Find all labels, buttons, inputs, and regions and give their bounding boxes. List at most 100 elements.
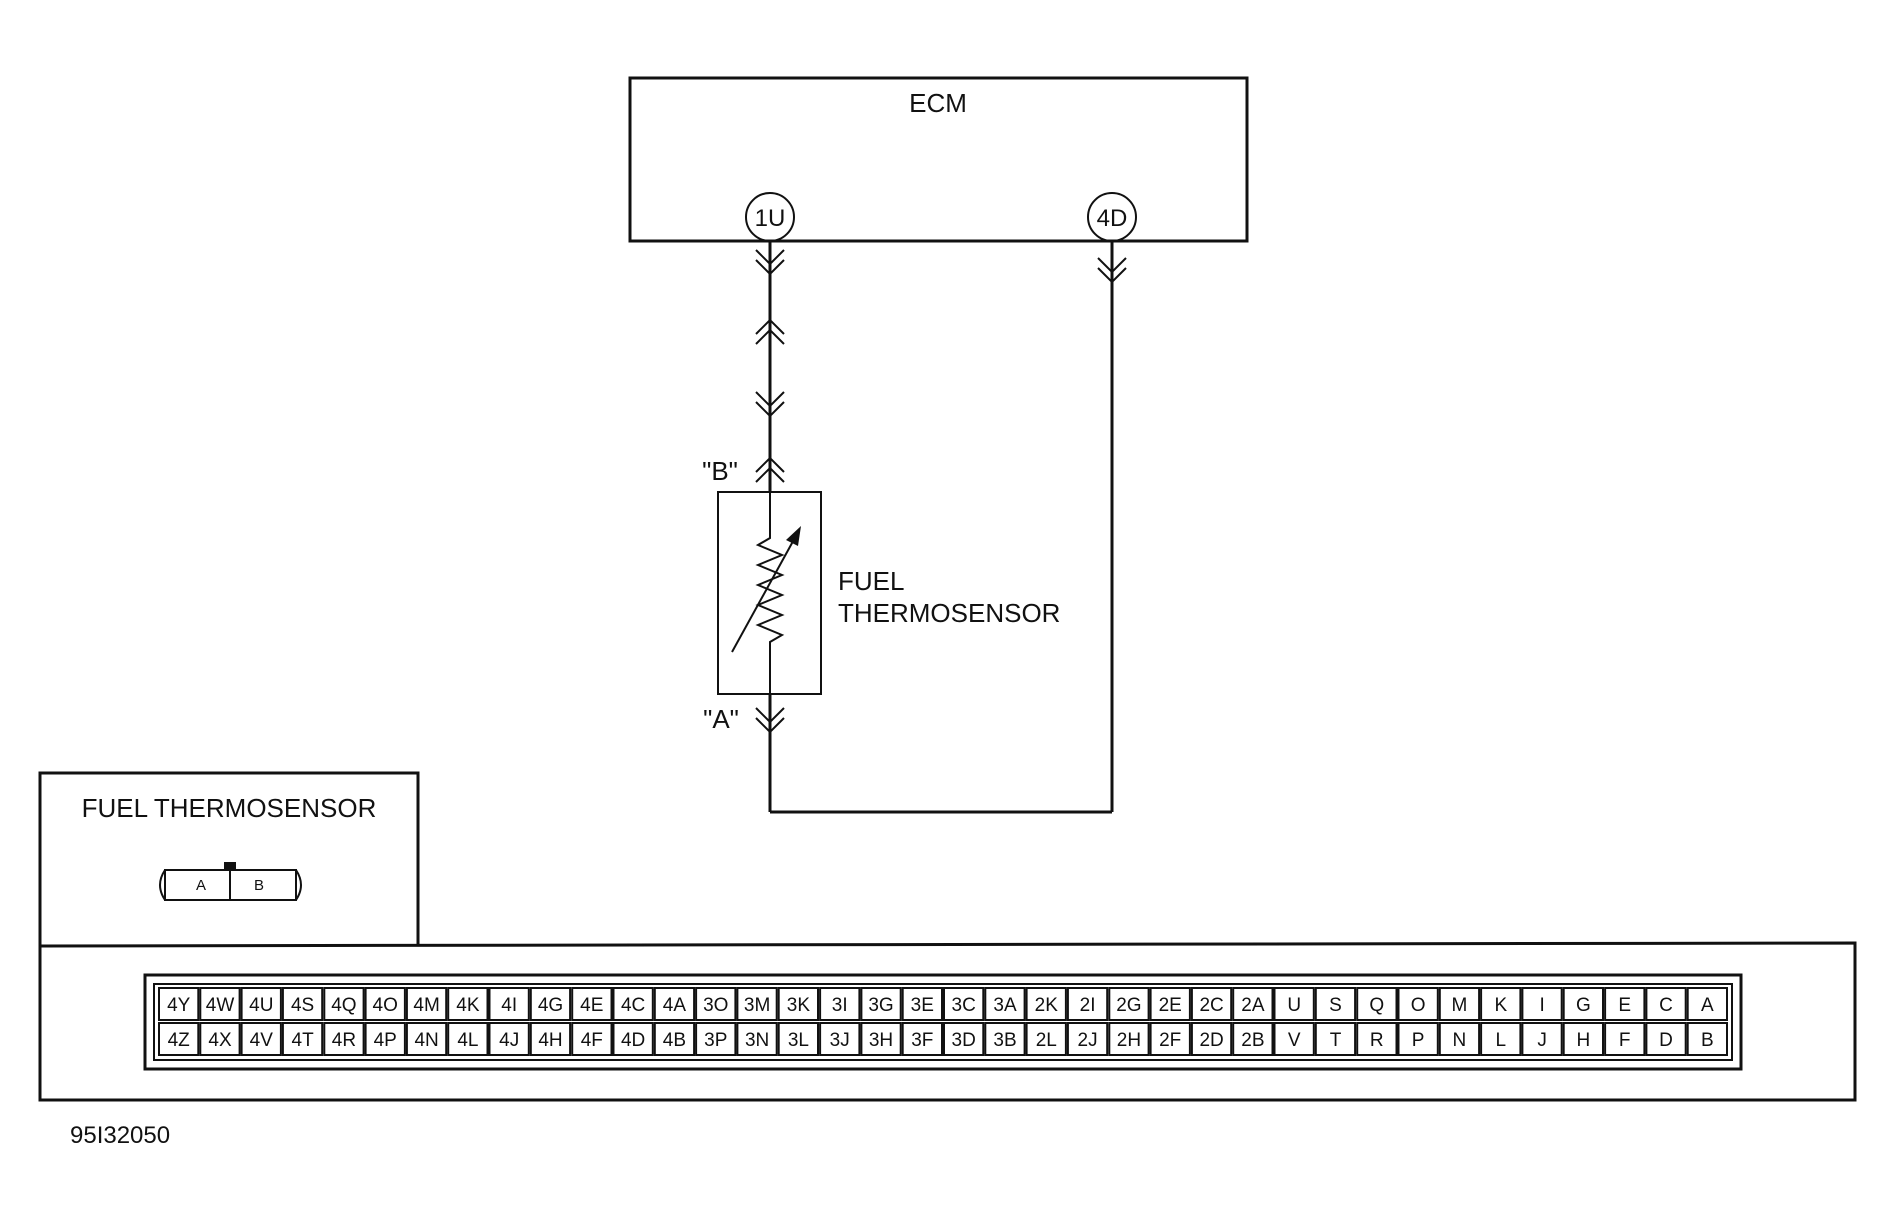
ecm-pin-cell (405, 987, 448, 1021)
ecm-pin-cell (1149, 987, 1191, 1021)
ecm-pin-cell (1190, 1022, 1233, 1056)
ecm-pin-cell (860, 987, 902, 1021)
ecm-pin-cell (819, 1022, 861, 1056)
ecm-pin-label: H (1577, 1030, 1591, 1051)
ecm-pin-cell (1025, 1022, 1067, 1056)
ecm-pin-cell (323, 987, 365, 1021)
connector-chevron-down-icon (755, 707, 785, 734)
ecm-pin-label: R (1370, 1030, 1384, 1051)
ecm-pin-label: 3G (868, 995, 893, 1016)
ecm-pin-label: F (1619, 1030, 1631, 1051)
ecm-pin-label: 4J (499, 1030, 519, 1051)
ecm-pin-cell (1438, 1022, 1481, 1056)
ecm-pin-cell (984, 1022, 1026, 1056)
ecm-pin-cell (1521, 1022, 1563, 1056)
connector-chevron-up-icon (755, 318, 785, 345)
ecm-pin-label: 3H (869, 1030, 893, 1051)
ecm-pin-label: 3B (993, 1030, 1016, 1051)
ecm-pin-label: 3K (787, 995, 811, 1016)
ecm-pin-cell (1604, 987, 1646, 1021)
ecm-pin-cell (1562, 1022, 1604, 1056)
ecm-pin-cell (1397, 987, 1439, 1021)
ecm-pin-cell (777, 987, 820, 1021)
ecm-label: ECM (909, 88, 967, 118)
ecm-pin-label: U (1287, 995, 1301, 1016)
ecm-pin-label: M (1451, 995, 1467, 1016)
ecm-pin-label: 4C (621, 995, 645, 1016)
connector-view-box (38, 771, 420, 946)
ecm-pin-label: 2L (1036, 1030, 1057, 1051)
ecm-pin-cell (1397, 1022, 1439, 1056)
ecm-pin-cell (695, 987, 737, 1021)
ecm-terminal-4d-label: 4D (1097, 205, 1128, 232)
ecm-pin-cell (612, 987, 654, 1021)
ecm-pin-label: 4M (413, 995, 439, 1016)
ecm-pin-label: 4T (292, 1030, 315, 1051)
ecm-pin-cell (901, 987, 944, 1021)
ecm-pin-label: 3L (788, 1030, 809, 1051)
ecm-pin-label: 2G (1116, 995, 1141, 1016)
ecm-pin-label: 4D (621, 1030, 645, 1051)
ecm-pin-cell (199, 987, 241, 1021)
ecm-pin-label: P (1412, 1030, 1425, 1051)
ecm-pin-label: 4F (581, 1030, 603, 1051)
ecm-pin-label: 4S (291, 995, 314, 1016)
ecm-pin-cell (1232, 987, 1274, 1021)
ecm-pin-cell (1314, 1022, 1357, 1056)
ecm-pin-cell (736, 1022, 778, 1056)
ecm-pin-label: B (1701, 1030, 1714, 1051)
ecm-pin-cell (1273, 987, 1315, 1021)
ecm-pin-cell (1314, 987, 1357, 1021)
ecm-pin-label: V (1288, 1030, 1301, 1051)
connector-chevron-up-icon (755, 456, 785, 483)
ecm-pin-cell (281, 987, 324, 1021)
ecm-pin-label: 3F (911, 1030, 933, 1051)
ecm-pin-label: 4I (501, 995, 517, 1016)
ecm-pin-label: 3J (830, 1030, 850, 1051)
connector-chevron-down-icon (755, 391, 785, 418)
ecm-pin-label: 4Y (167, 995, 191, 1016)
ecm-pin-label: 4U (249, 995, 273, 1016)
ecm-pin-cell (901, 1022, 944, 1056)
thermistor-arrow-icon (731, 533, 798, 653)
ecm-pin-label: 4O (373, 995, 398, 1016)
ecm-pin-label: 4X (208, 1030, 232, 1051)
ecm-pin-label: 3I (832, 995, 848, 1016)
ecm-pin-label: 4R (332, 1030, 356, 1051)
sensor-connector-pin-a: A (196, 877, 206, 894)
ecm-pin-cell (1356, 1022, 1398, 1056)
ecm-pin-label: 2C (1199, 995, 1223, 1016)
thermistor-icon (755, 492, 785, 694)
ecm-pin-label: 2E (1159, 995, 1182, 1016)
ecm-pin-label: 4G (538, 995, 563, 1016)
ecm-pin-cell (777, 1022, 820, 1056)
ecm-pin-cell (281, 1022, 324, 1056)
ecm-pin-cell (860, 1022, 902, 1056)
figure-id: 95I32050 (70, 1122, 170, 1149)
ecm-connector-outer (143, 973, 1743, 1071)
ecm-connector-inner (153, 983, 1733, 1061)
ecm-pin-label: 2K (1035, 995, 1059, 1016)
ecm-pin-label: N (1453, 1030, 1467, 1051)
ecm-pin-cell (364, 1022, 406, 1056)
ecm-pin-label: 2H (1117, 1030, 1141, 1051)
ecm-pin-cell (1562, 987, 1604, 1021)
connector-view-title: FUEL THERMOSENSOR (82, 793, 377, 823)
sensor-connector-icon: A B (159, 862, 302, 901)
ecm-pin-label: A (1701, 995, 1714, 1016)
ecm-pin-cell (571, 987, 613, 1021)
ecm-pin-cell (1686, 987, 1728, 1021)
ecm-pin-label: 2D (1199, 1030, 1223, 1051)
ecm-pin-label: 2F (1159, 1030, 1181, 1051)
ecm-pin-cell (529, 987, 572, 1021)
sensor-name-line2: THERMOSENSOR (838, 598, 1060, 628)
ecm-connector-panel (38, 941, 1857, 1102)
ecm-pin-label: S (1329, 995, 1342, 1016)
ecm-pin-cell (1273, 1022, 1315, 1056)
ecm-pin-label: 4N (414, 1030, 438, 1051)
ecm-pin-label: D (1659, 1030, 1673, 1051)
ecm-terminal-4d: 4D (1087, 192, 1137, 242)
sensor-name-line1: FUEL (838, 566, 904, 596)
